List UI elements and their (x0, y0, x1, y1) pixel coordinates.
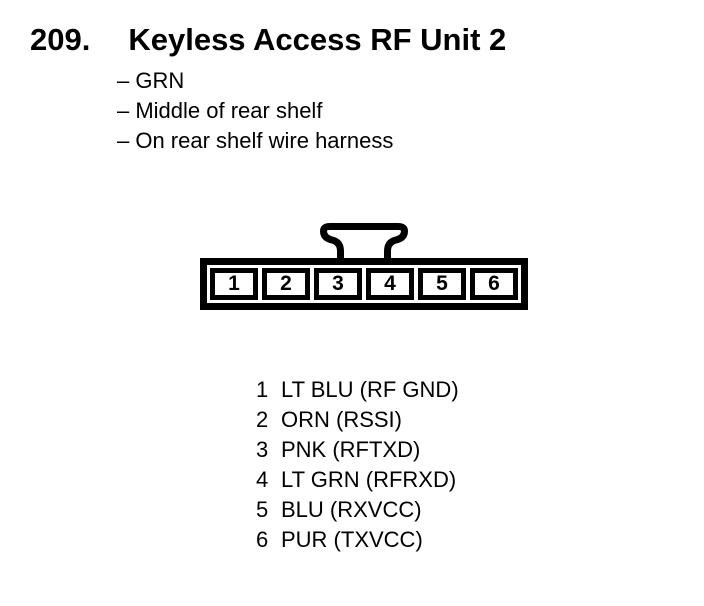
item-title: Keyless Access RF Unit 2 (128, 22, 507, 57)
pin-number: 1 (256, 377, 269, 402)
pin-row: 3 PNK (RFTXD) (256, 435, 459, 465)
location-notes: – GRN – Middle of rear shelf – On rear s… (117, 66, 393, 156)
pin-description: PNK (RFTXD) (281, 437, 421, 462)
pin-cell-1: 1 (210, 268, 258, 300)
pin-number: 3 (256, 437, 269, 462)
pin-row: 6 PUR (TXVCC) (256, 525, 459, 555)
pin-row: 4 LT GRN (RFRXD) (256, 465, 459, 495)
pin-cell-label: 6 (488, 272, 500, 295)
pin-number: 6 (256, 527, 269, 552)
page-title: 209. Keyless Access RF Unit 2 (30, 22, 506, 58)
pin-description: PUR (TXVCC) (281, 527, 423, 552)
connector-body: 1 2 3 4 5 6 (200, 258, 528, 310)
pin-description: LT BLU (RF GND) (281, 377, 459, 402)
pin-cell-2: 2 (262, 268, 310, 300)
pin-description: BLU (RXVCC) (281, 497, 422, 522)
pin-row: 2 ORN (RSSI) (256, 405, 459, 435)
pin-cell-5: 5 (418, 268, 466, 300)
pin-row: 1 LT BLU (RF GND) (256, 375, 459, 405)
pin-cell-label: 4 (384, 272, 396, 295)
pin-cell-label: 2 (280, 272, 292, 295)
pin-cell-label: 5 (436, 272, 448, 295)
note-line: – On rear shelf wire harness (117, 128, 394, 153)
connector-latch-tab (320, 223, 408, 265)
pin-assignment-list: 1 LT BLU (RF GND) 2 ORN (RSSI) 3 PNK (RF… (256, 375, 459, 555)
pin-cell-6: 6 (470, 268, 518, 300)
pin-description: ORN (RSSI) (281, 407, 402, 432)
pin-number: 5 (256, 497, 269, 522)
pin-cell-label: 3 (332, 272, 344, 295)
note-line: – Middle of rear shelf (117, 98, 323, 123)
pin-cell-4: 4 (366, 268, 414, 300)
note-line: – GRN (117, 68, 185, 93)
pin-cell-3: 3 (314, 268, 362, 300)
item-number: 209. (30, 22, 91, 57)
pin-cell-label: 1 (228, 272, 240, 295)
pin-number: 4 (256, 467, 269, 492)
pin-number: 2 (256, 407, 269, 432)
pin-row: 5 BLU (RXVCC) (256, 495, 459, 525)
pin-description: LT GRN (RFRXD) (281, 467, 457, 492)
